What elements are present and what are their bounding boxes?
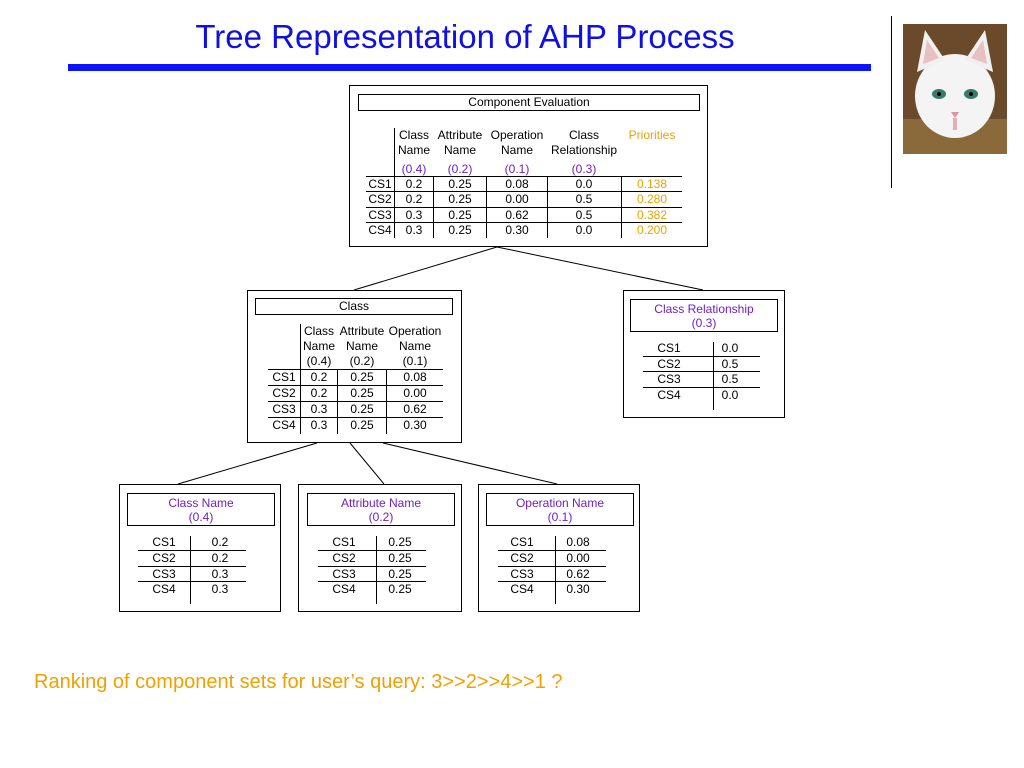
slide-title: Tree Representation of AHP Process <box>195 18 735 55</box>
attribute-name-node <box>298 484 462 612</box>
class-node-title: Class <box>255 298 453 315</box>
root-header-attribute-name-1: Attribute <box>437 128 483 142</box>
ranking-statement: Ranking of component sets for user’s que… <box>34 671 563 693</box>
class-name-title: Class Name (0.4) <box>127 493 275 526</box>
class-weight-attribute-name: (0.2) <box>349 354 375 368</box>
component-evaluation-node <box>349 85 708 247</box>
component-evaluation-title: Component Evaluation <box>358 94 700 111</box>
class-header-operation-name-1: Operation <box>388 324 442 338</box>
title-underline <box>68 64 871 71</box>
class-weight-class-name: (0.4) <box>306 354 332 368</box>
class-weight-operation-name: (0.1) <box>402 354 428 368</box>
root-header-class-relationship-2: Relationship <box>550 143 618 157</box>
root-header-class-name-2: Name <box>397 143 430 157</box>
root-header-priorities: Priorities <box>628 128 676 142</box>
root-header-attribute-name-2: Name <box>443 143 476 157</box>
root-weight-operation-name: (0.1) <box>504 162 530 176</box>
class-header-operation-name-2: Name <box>398 339 431 353</box>
root-header-class-name-1: Class <box>398 128 429 142</box>
class-header-attribute-name-2: Name <box>345 339 378 353</box>
class-header-class-name-1: Class <box>303 324 334 338</box>
class-relationship-title: Class Relationship (0.3) <box>630 299 778 332</box>
class-name-node <box>119 484 281 612</box>
root-weight-class-name: (0.4) <box>401 162 427 176</box>
root-header-operation-name-1: Operation <box>490 128 544 142</box>
cat-photo-icon <box>903 24 1007 154</box>
class-relationship-node <box>623 290 785 418</box>
class-header-class-name-2: Name <box>302 339 335 353</box>
attribute-name-title: Attribute Name (0.2) <box>307 493 455 526</box>
root-weight-class-relationship: (0.3) <box>571 162 597 176</box>
operation-name-node <box>478 484 640 612</box>
class-header-attribute-name-1: Attribute <box>339 324 385 338</box>
operation-name-title: Operation Name (0.1) <box>486 493 634 526</box>
vertical-divider <box>891 16 892 188</box>
root-weight-attribute-name: (0.2) <box>447 162 473 176</box>
root-header-operation-name-2: Name <box>500 143 533 157</box>
root-header-class-relationship-1: Class <box>568 128 599 142</box>
